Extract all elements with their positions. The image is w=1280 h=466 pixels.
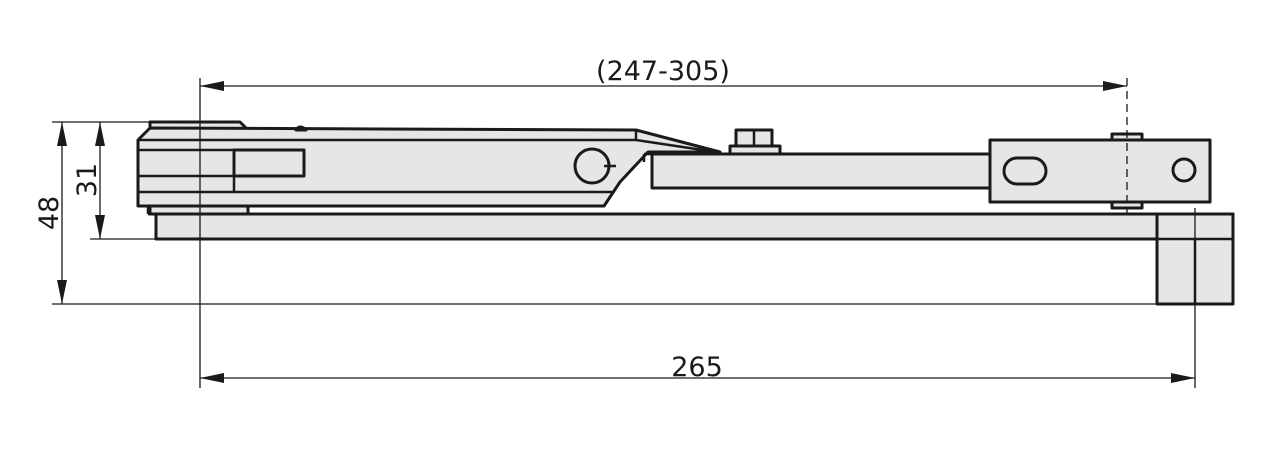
slot-hole-icon bbox=[1002, 156, 1048, 186]
arrow-down-icon bbox=[57, 280, 67, 304]
dimension-body-height: 31 bbox=[72, 122, 105, 239]
arrow-left-icon bbox=[200, 81, 224, 91]
pivot-pin-icon bbox=[573, 147, 611, 185]
dim-label-range: (247-305) bbox=[596, 56, 730, 87]
arrow-up-icon bbox=[95, 122, 105, 146]
mounting-rail bbox=[154, 212, 1235, 306]
dim-label-length: 265 bbox=[671, 352, 723, 383]
arm-slot bbox=[232, 148, 306, 178]
dimension-range: (247-305) bbox=[200, 56, 1127, 91]
dimension-height: 48 bbox=[34, 122, 67, 304]
arrow-left-icon bbox=[200, 373, 224, 383]
dim-label-body-height: 31 bbox=[72, 163, 103, 197]
mounting-hole-icon bbox=[1171, 157, 1197, 183]
main-arm bbox=[136, 126, 722, 208]
arrow-down-icon bbox=[95, 215, 105, 239]
dim-label-height: 48 bbox=[34, 196, 65, 230]
hex-nut-washer bbox=[728, 144, 782, 156]
slide-bar bbox=[650, 152, 994, 190]
arm-top-edge bbox=[138, 138, 717, 154]
arrow-up-icon bbox=[57, 122, 67, 146]
sliding-arm bbox=[642, 128, 1212, 210]
dimension-length: 265 bbox=[200, 352, 1195, 383]
extension-lines bbox=[52, 78, 1196, 388]
hinge-body bbox=[136, 120, 722, 216]
arm-rivet-icon bbox=[294, 125, 308, 132]
arrow-right-icon bbox=[1171, 373, 1195, 383]
rail-bar bbox=[154, 212, 1235, 241]
arrow-right-icon bbox=[1103, 81, 1127, 91]
